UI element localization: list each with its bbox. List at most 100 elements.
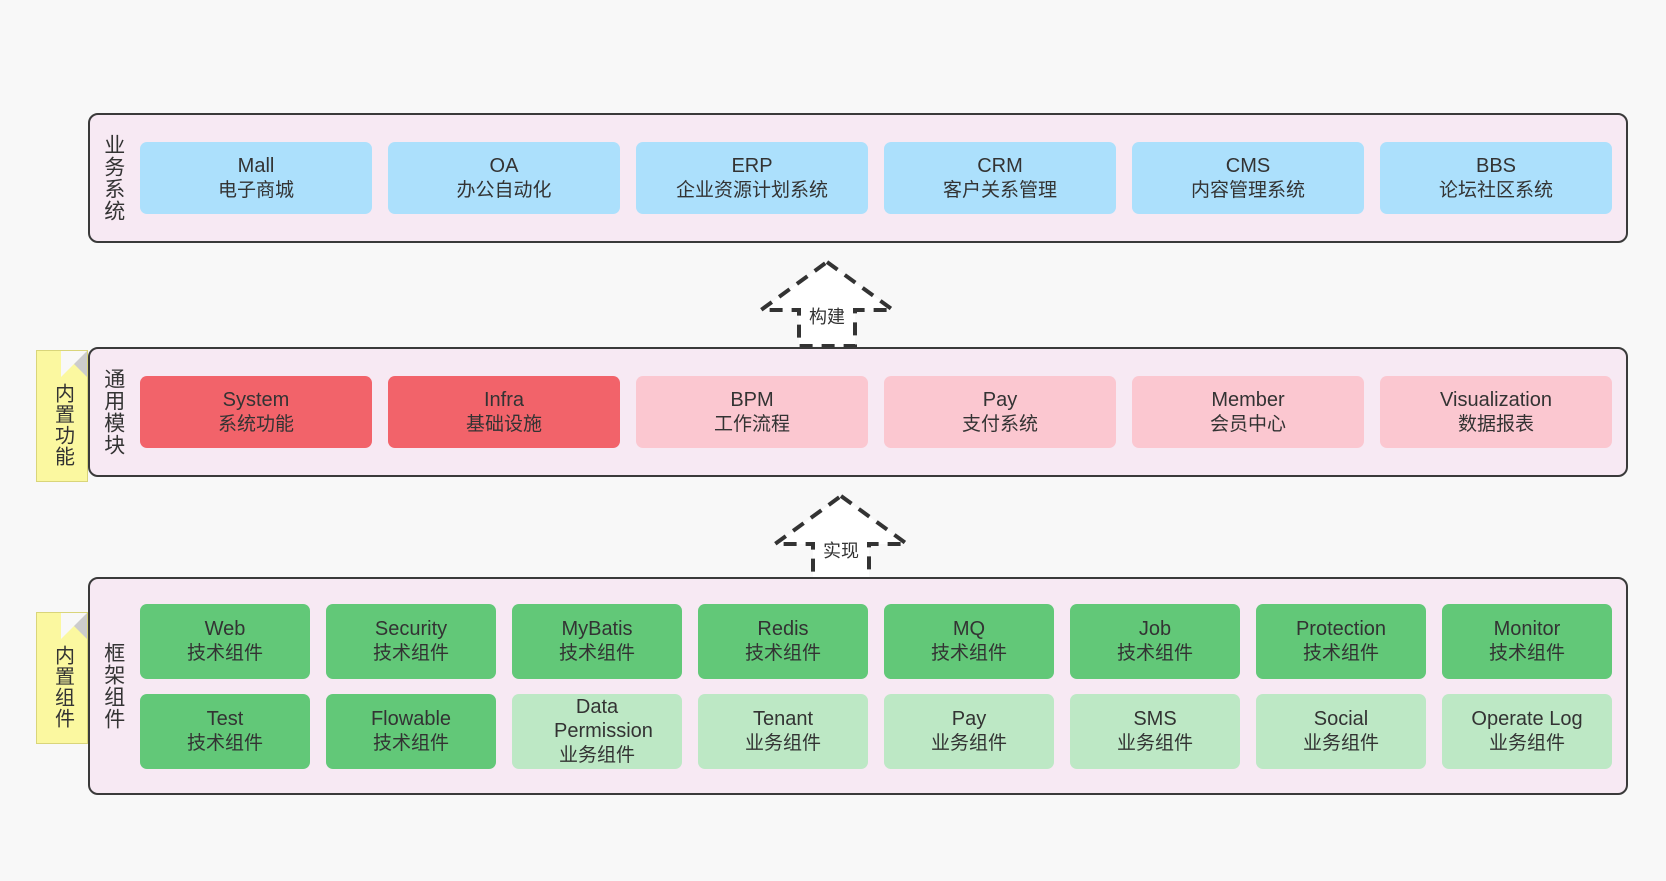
card-subtitle: 支付系统 [961,413,1038,435]
note-builtin-component-label: 内置组件 [51,645,74,729]
arrow-build-label: 构建 [809,307,845,327]
arrow-implement-label: 实现 [823,541,859,561]
card-title: Pay [951,708,987,731]
card-subtitle: 技术组件 [1116,642,1193,664]
card-subtitle: 系统功能 [217,413,294,435]
card-pay-component[interactable]: Pay 业务组件 [884,693,1054,769]
card-sms[interactable]: SMS 业务组件 [1070,693,1240,769]
card-web[interactable]: Web 技术组件 [140,603,310,679]
card-subtitle: 业务组件 [930,732,1007,754]
layer-business-system: 业务系统 Mall 电子商城 OA 办公自动化 ERP 企业资源计划系统 CRM… [88,113,1628,243]
card-subtitle: 基础设施 [465,413,542,435]
card-title: System [222,389,290,412]
card-subtitle: 技术组件 [558,642,635,664]
card-subtitle: 数据报表 [1457,413,1534,435]
layer-common-module: 通用模块 System 系统功能 Infra 基础设施 BPM 工作流程 Pay… [88,347,1628,477]
card-member[interactable]: Member 会员中心 [1132,376,1364,448]
card-mybatis[interactable]: MyBatis 技术组件 [512,603,682,679]
card-mall[interactable]: Mall 电子商城 [140,142,372,214]
card-title: Redis [757,618,809,641]
layer-body-business-system: Mall 电子商城 OA 办公自动化 ERP 企业资源计划系统 CRM 客户关系… [136,115,1626,241]
card-title: Operate Log [1471,708,1583,731]
card-subtitle: 技术组件 [744,642,821,664]
arrow-build: 构建 [757,258,897,348]
card-subtitle: 业务组件 [744,732,821,754]
card-flowable[interactable]: Flowable 技术组件 [326,693,496,769]
card-title: Protection [1295,618,1387,641]
card-test[interactable]: Test 技术组件 [140,693,310,769]
card-bpm[interactable]: BPM 工作流程 [636,376,868,448]
card-pay-module[interactable]: Pay 支付系统 [884,376,1116,448]
card-subtitle: 技术组件 [1302,642,1379,664]
card-title: BBS [1475,155,1517,178]
layer-title-common-module: 通用模块 [101,368,125,456]
card-subtitle: 技术组件 [372,642,449,664]
note-builtin-feature: 内置功能 [36,350,88,482]
card-redis[interactable]: Redis 技术组件 [698,603,868,679]
card-subtitle: 业务组件 [1488,732,1565,754]
card-title: Data Permission [554,696,653,743]
note-builtin-component: 内置组件 [36,612,88,744]
card-cms[interactable]: CMS 内容管理系统 [1132,142,1364,214]
card-title: Mall [237,155,275,178]
layer-body-common-module: System 系统功能 Infra 基础设施 BPM 工作流程 Pay 支付系统… [136,349,1626,475]
card-title: MyBatis [561,618,633,641]
card-subtitle: 企业资源计划系统 [675,179,828,201]
card-title: CMS [1225,155,1271,178]
card-title: OA [489,155,519,178]
card-title: Web [204,618,246,641]
arrow-implement: 实现 [771,492,911,582]
card-social[interactable]: Social 业务组件 [1256,693,1426,769]
card-subtitle: 电子商城 [217,179,294,201]
card-mq[interactable]: MQ 技术组件 [884,603,1054,679]
card-title: Monitor [1493,618,1561,641]
card-subtitle: 论坛社区系统 [1438,179,1553,201]
card-operate-log[interactable]: Operate Log 业务组件 [1442,693,1612,769]
card-title: Social [1313,708,1369,731]
card-subtitle: 客户关系管理 [942,179,1057,201]
card-subtitle: 技术组件 [186,642,263,664]
card-subtitle: 工作流程 [713,413,790,435]
card-title: CRM [977,155,1023,178]
note-fold-cover-icon [61,351,87,377]
card-security[interactable]: Security 技术组件 [326,603,496,679]
card-erp[interactable]: ERP 企业资源计划系统 [636,142,868,214]
note-builtin-feature-label: 内置功能 [51,383,74,467]
layer-title-business-system: 业务系统 [101,134,125,222]
card-infra[interactable]: Infra 基础设施 [388,376,620,448]
card-data-permission[interactable]: Data Permission 业务组件 [512,693,682,769]
card-subtitle: 办公自动化 [456,179,552,201]
card-title: ERP [731,155,773,178]
card-subtitle: 业务组件 [558,744,635,766]
card-subtitle: 内容管理系统 [1190,179,1305,201]
card-title: BPM [730,389,774,412]
card-monitor[interactable]: Monitor 技术组件 [1442,603,1612,679]
card-protection[interactable]: Protection 技术组件 [1256,603,1426,679]
card-title: Job [1138,618,1172,641]
card-oa[interactable]: OA 办公自动化 [388,142,620,214]
card-title: Flowable [370,708,452,731]
card-crm[interactable]: CRM 客户关系管理 [884,142,1116,214]
card-tenant[interactable]: Tenant 业务组件 [698,693,868,769]
card-visualization[interactable]: Visualization 数据报表 [1380,376,1612,448]
layer-body-framework-component: Web 技术组件 Security 技术组件 MyBatis 技术组件 Redi… [136,579,1626,793]
card-title: Test [206,708,244,731]
card-subtitle: 业务组件 [1116,732,1193,754]
card-system[interactable]: System 系统功能 [140,376,372,448]
card-title: Security [374,618,448,641]
layer-framework-component: 框架组件 Web 技术组件 Security 技术组件 MyBatis 技术组件… [88,577,1628,795]
card-bbs[interactable]: BBS 论坛社区系统 [1380,142,1612,214]
card-row: Test 技术组件 Flowable 技术组件 Data Permission … [140,693,1612,769]
card-title: Visualization [1440,389,1552,412]
card-subtitle: 技术组件 [186,732,263,754]
card-subtitle: 技术组件 [372,732,449,754]
card-row: System 系统功能 Infra 基础设施 BPM 工作流程 Pay 支付系统… [140,376,1612,448]
card-subtitle: 会员中心 [1209,413,1286,435]
card-row: Mall 电子商城 OA 办公自动化 ERP 企业资源计划系统 CRM 客户关系… [140,142,1612,214]
layer-title-framework-component: 框架组件 [101,642,125,730]
card-subtitle: 业务组件 [1302,732,1379,754]
note-fold-cover-icon [61,613,87,639]
card-job[interactable]: Job 技术组件 [1070,603,1240,679]
card-title: Infra [483,389,525,412]
